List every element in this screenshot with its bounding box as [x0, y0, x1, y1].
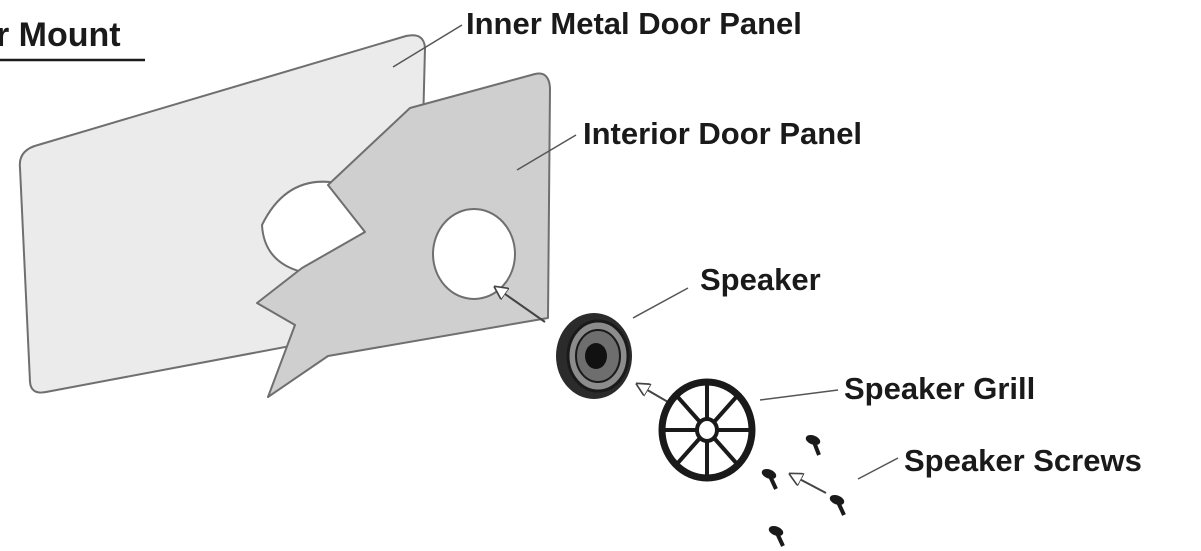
speaker-screws [761, 435, 846, 547]
diagram-title: r Mount [0, 16, 121, 54]
speaker [556, 313, 632, 399]
leader-speaker-grill [759, 389, 839, 401]
screw [768, 526, 785, 547]
screw [829, 495, 846, 516]
label-speaker: Speaker [700, 262, 821, 297]
leader-interior-door-panel [516, 134, 577, 171]
leader-speaker [632, 287, 689, 319]
label-interior-door-panel: Interior Door Panel [583, 116, 863, 151]
label-inner-metal-door-panel: Inner Metal Door Panel [466, 6, 802, 41]
screw [761, 469, 778, 490]
screw-insert-arrow [790, 474, 827, 494]
leader-speaker-screws [857, 457, 899, 480]
leader-inner-metal-door-panel [392, 24, 463, 68]
grill-insert-arrow [637, 384, 669, 403]
screw [805, 435, 821, 456]
interior-panel-speaker-hole [432, 208, 516, 300]
interior-door-panel [256, 72, 551, 398]
speaker-grill [658, 378, 756, 482]
label-speaker-screws: Speaker Screws [904, 443, 1142, 478]
label-speaker-grill: Speaker Grill [844, 371, 1036, 406]
speaker-insert-arrow [495, 287, 546, 323]
